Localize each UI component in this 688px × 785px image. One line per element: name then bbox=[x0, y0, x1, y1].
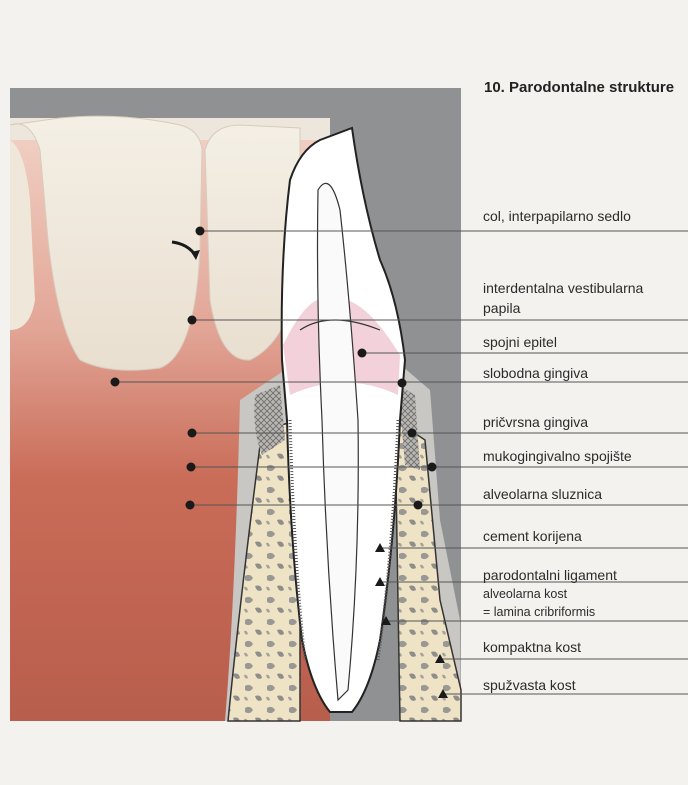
label-papila-line1: interdentalna vestibularna bbox=[483, 279, 643, 298]
label-kompaktna: kompaktna kost bbox=[483, 638, 581, 657]
label-spuzvasta: spužvasta kost bbox=[483, 676, 576, 695]
label-mukogingivalno: mukogingivalno spojište bbox=[483, 447, 632, 466]
label-alveolarna-sluznica: alveolarna sluznica bbox=[483, 485, 602, 504]
label-alveolarna-kost-line2: = lamina cribriformis bbox=[483, 604, 595, 620]
label-papila-line2: papila bbox=[483, 299, 520, 318]
figure-title: 10. Parodontalne strukture bbox=[484, 79, 674, 96]
label-col: col, interpapilarno sedlo bbox=[483, 207, 631, 226]
label-slobodna-gingiva: slobodna gingiva bbox=[483, 364, 588, 383]
label-cement: cement korijena bbox=[483, 527, 582, 546]
label-spojni-epitel: spojni epitel bbox=[483, 333, 557, 352]
label-pricvrsna-gingiva: pričvrsna gingiva bbox=[483, 413, 588, 432]
label-alveolarna-kost-line1: alveolarna kost bbox=[483, 586, 567, 602]
label-ligament: parodontalni ligament bbox=[483, 566, 617, 585]
